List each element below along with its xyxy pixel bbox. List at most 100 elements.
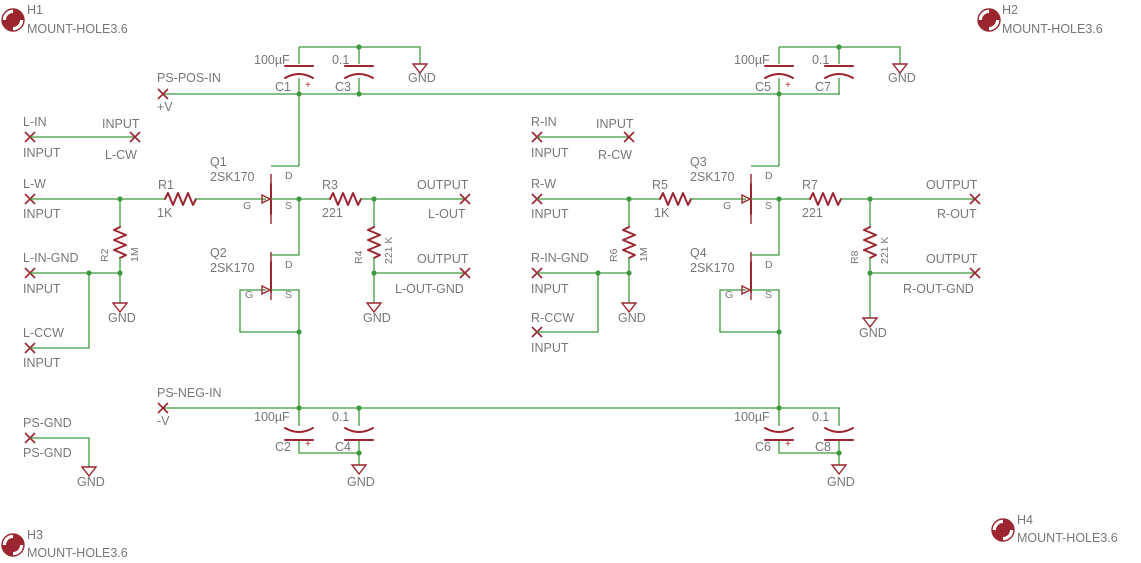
r-ccw-label: R-CCW xyxy=(531,311,574,325)
pin-r-w xyxy=(531,193,660,205)
c8-value: 0.1 xyxy=(812,410,829,424)
q2-value: 2SK170 xyxy=(210,261,255,275)
pin-r-ccw xyxy=(531,273,599,338)
mount-hole-h3-ref: H3 xyxy=(27,528,43,542)
gnd-label-c3: GND xyxy=(408,71,436,85)
q2-ref: Q2 xyxy=(210,246,227,260)
gnd-symbol-r4 xyxy=(365,302,383,314)
r-ccw-type: INPUT xyxy=(531,341,569,355)
gnd-symbol-r2 xyxy=(111,302,129,314)
gnd-symbol-r6 xyxy=(620,302,638,314)
capacitor-c2: + xyxy=(284,427,314,450)
q1-value: 2SK170 xyxy=(210,170,255,184)
mount-hole-h3 xyxy=(1,533,25,557)
q1-pin-d: D xyxy=(285,170,293,182)
l-cw-type: INPUT xyxy=(102,117,140,131)
c1-ref: C1 xyxy=(275,80,291,94)
q2-pin-g: G xyxy=(245,289,253,301)
c2-value: 100µF xyxy=(254,410,290,424)
resistor-r4 xyxy=(367,199,465,303)
l-cw-label: L-CW xyxy=(105,148,137,162)
gnd-symbol-r8 xyxy=(861,317,879,329)
q1-pin-g: G xyxy=(243,200,251,212)
r-out-label: R-OUT xyxy=(937,207,977,221)
q1-pin-s: S xyxy=(285,200,292,212)
pin-l-w xyxy=(24,193,165,205)
pin-l-out-gnd xyxy=(459,267,471,279)
resistor-r3 xyxy=(296,192,465,206)
resistor-r8 xyxy=(863,199,975,318)
gnd-label-c4: GND xyxy=(347,475,375,489)
capacitor-c3 xyxy=(344,65,374,79)
gnd-symbol-ps xyxy=(80,466,98,478)
pin-ps-pos-in xyxy=(157,88,169,100)
pin-l-in-gnd xyxy=(24,267,123,279)
q4-pin-g: G xyxy=(725,289,733,301)
capacitor-c1: + xyxy=(284,65,314,91)
r-cw-type: INPUT xyxy=(596,117,634,131)
ps-neg-in-label: PS-NEG-IN xyxy=(157,386,222,400)
q4-pin-d: D xyxy=(765,259,773,271)
transistor-q1 xyxy=(255,165,299,224)
l-out-gnd-type: OUTPUT xyxy=(417,252,469,266)
pin-r-out xyxy=(969,193,981,205)
transistor-q4 xyxy=(719,199,782,408)
svg-text:+: + xyxy=(305,439,311,450)
gnd-symbol-c8 xyxy=(830,464,848,476)
mount-hole-h2-value: MOUNT-HOLE3.6 xyxy=(1002,22,1103,36)
resistor-r1 xyxy=(164,192,255,206)
c1-value: 100µF xyxy=(254,53,290,67)
ps-pos-in-sign: +V xyxy=(157,100,173,114)
r2-ref: R2 xyxy=(99,248,111,262)
c5-ref: C5 xyxy=(755,80,771,94)
ps-gnd-pin-label: PS-GND xyxy=(23,446,72,460)
svg-text:+: + xyxy=(785,80,791,91)
mount-hole-h1-value: MOUNT-HOLE3.6 xyxy=(27,22,128,36)
r-w-type: INPUT xyxy=(531,207,569,221)
c3-value: 0.1 xyxy=(332,53,349,67)
l-out-label: L-OUT xyxy=(428,207,466,221)
mount-hole-h2 xyxy=(977,8,1001,32)
capacitor-c6: + xyxy=(764,427,794,450)
mount-hole-h1-ref: H1 xyxy=(27,3,43,17)
c6-ref: C6 xyxy=(755,440,771,454)
r-out-gnd-label: R-OUT-GND xyxy=(903,282,974,296)
mount-hole-h1 xyxy=(1,8,25,32)
pin-l-out xyxy=(459,193,471,205)
mount-hole-h3-value: MOUNT-HOLE3.6 xyxy=(27,546,128,560)
q1-ref: Q1 xyxy=(210,155,227,169)
gnd-label-c7: GND xyxy=(888,71,916,85)
pin-r-in xyxy=(531,131,635,143)
q2-pin-s: S xyxy=(285,289,292,301)
q2-pin-d: D xyxy=(285,259,293,271)
l-in-type: INPUT xyxy=(23,146,61,160)
l-ccw-label: L-CCW xyxy=(23,326,64,340)
gnd-symbol-c3 xyxy=(411,63,429,75)
r-in-type: INPUT xyxy=(531,146,569,160)
r-in-gnd-label: R-IN-GND xyxy=(531,251,589,265)
l-out-gnd-label: L-OUT-GND xyxy=(395,282,464,296)
q3-value: 2SK170 xyxy=(690,170,735,184)
r-in-gnd-type: INPUT xyxy=(531,282,569,296)
gnd-label-c8: GND xyxy=(827,475,855,489)
pin-ps-gnd xyxy=(24,432,90,467)
svg-text:+: + xyxy=(785,439,791,450)
r-w-label: R-W xyxy=(531,177,556,191)
pin-ps-neg-in xyxy=(157,402,169,414)
svg-text:+: + xyxy=(305,80,311,91)
mount-hole-h4 xyxy=(991,518,1015,542)
q3-pin-d: D xyxy=(765,170,773,182)
q3-pin-g: G xyxy=(723,200,731,212)
c7-value: 0.1 xyxy=(812,53,829,67)
r2-value: 1M xyxy=(129,247,141,262)
neg-rail xyxy=(163,405,842,465)
c8-ref: C8 xyxy=(815,440,831,454)
l-ccw-type: INPUT xyxy=(23,356,61,370)
l-w-label: L-W xyxy=(23,177,46,191)
pin-l-in xyxy=(24,131,141,143)
c4-value: 0.1 xyxy=(332,410,349,424)
transistor-q2 xyxy=(239,199,302,408)
pin-r-out-gnd xyxy=(969,267,981,279)
r6-ref: R6 xyxy=(608,248,620,262)
